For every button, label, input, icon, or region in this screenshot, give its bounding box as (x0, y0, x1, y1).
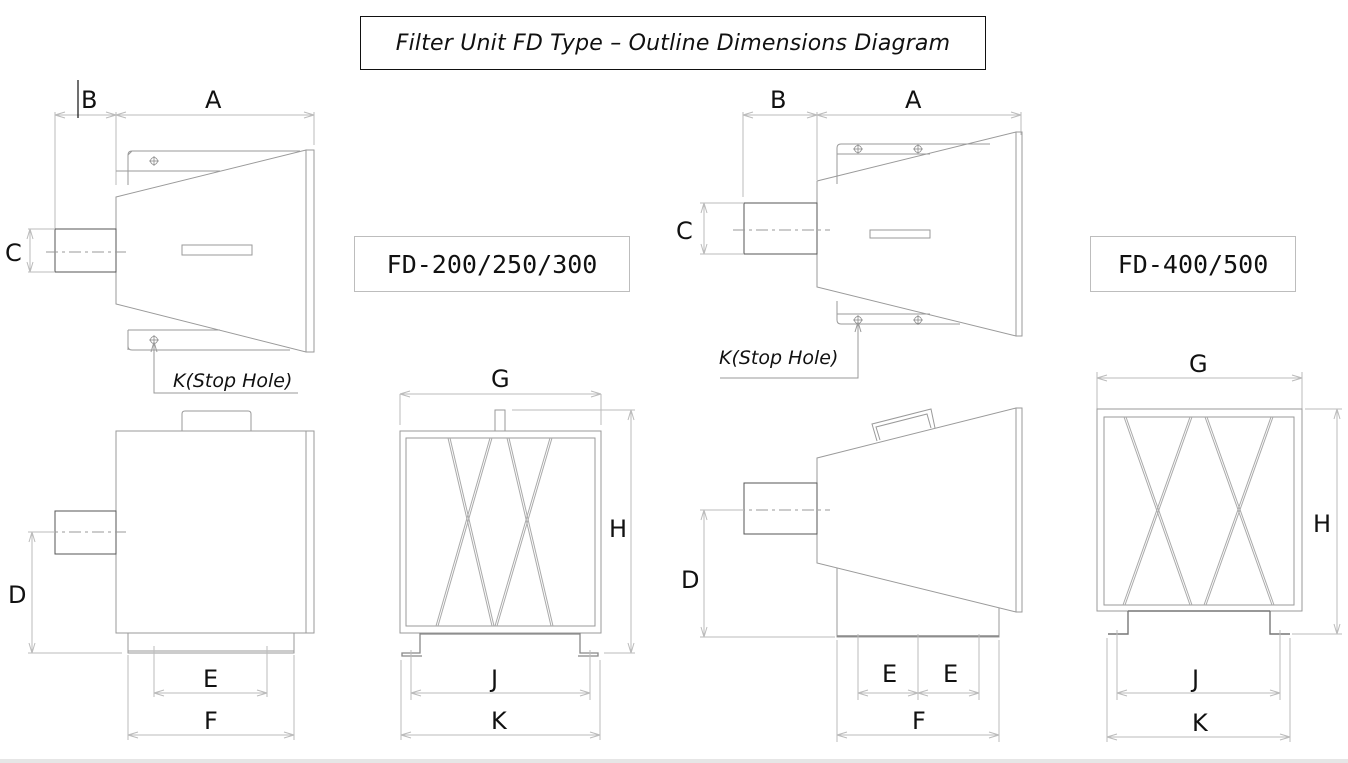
small-end-view (399, 390, 635, 740)
dim-label-C-large: C (676, 217, 693, 245)
small-side-view (26, 80, 315, 394)
dim-label-G-large: G (1189, 350, 1208, 378)
dim-label-E: E (203, 665, 218, 693)
dim-label-D: D (8, 581, 26, 609)
dim-label-H-large: H (1313, 510, 1331, 538)
dim-label-F-large: F (912, 707, 926, 735)
dim-label-E1-large: E (882, 660, 897, 688)
dim-label-C: C (5, 239, 22, 267)
dim-label-K: K (491, 707, 508, 735)
small-front-view (28, 410, 315, 740)
model-label-small-text: FD-200/250/300 (386, 249, 598, 279)
dim-label-D-large: D (681, 566, 699, 594)
dim-label-K-large: K (1192, 709, 1209, 737)
dim-label-E2-large: E (943, 660, 958, 688)
large-end-view (1096, 372, 1342, 742)
dim-label-H: H (609, 515, 627, 543)
model-label-small: FD-200/250/300 (354, 236, 630, 292)
dim-label-G: G (491, 365, 510, 393)
dim-label-J: J (489, 665, 498, 693)
dim-label-B: B (81, 86, 97, 114)
dim-label-A-large: A (905, 86, 922, 114)
dim-label-J-large: J (1190, 665, 1199, 693)
dim-label-F: F (204, 707, 218, 735)
stop-hole-note-large: K(Stop Hole) (719, 347, 838, 369)
large-side-view (700, 111, 1023, 379)
model-label-large: FD-400/500 (1090, 236, 1296, 292)
large-front-view (700, 407, 1023, 742)
stop-hole-note-small: K(Stop Hole) (173, 370, 292, 392)
dimension-labels: B A C D E F G H J K B A C D E E F G H J … (5, 86, 1331, 737)
dim-label-A: A (205, 86, 222, 114)
dim-label-B-large: B (770, 86, 786, 114)
diagram-title-box: Filter Unit FD Type – Outline Dimensions… (360, 16, 986, 70)
model-label-large-text: FD-400/500 (1117, 249, 1269, 279)
bottom-divider (0, 759, 1348, 763)
diagram-title: Filter Unit FD Type – Outline Dimensions… (395, 30, 951, 56)
